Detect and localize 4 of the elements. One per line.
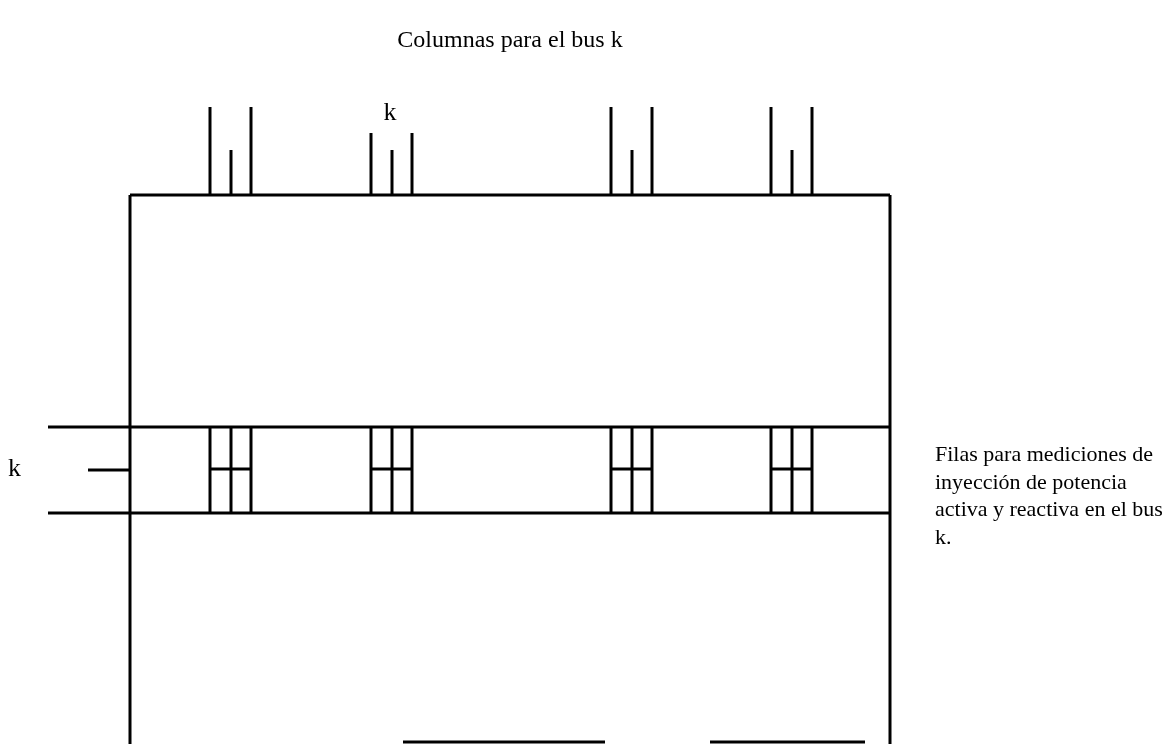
column-caption: Columnas para el bus k — [396, 25, 624, 54]
row-caption: Filas para mediciones de inyección de potencia activa y reactiva en el bus k. — [935, 440, 1164, 550]
index-label: k — [382, 96, 398, 128]
index-label: k — [8, 452, 22, 484]
